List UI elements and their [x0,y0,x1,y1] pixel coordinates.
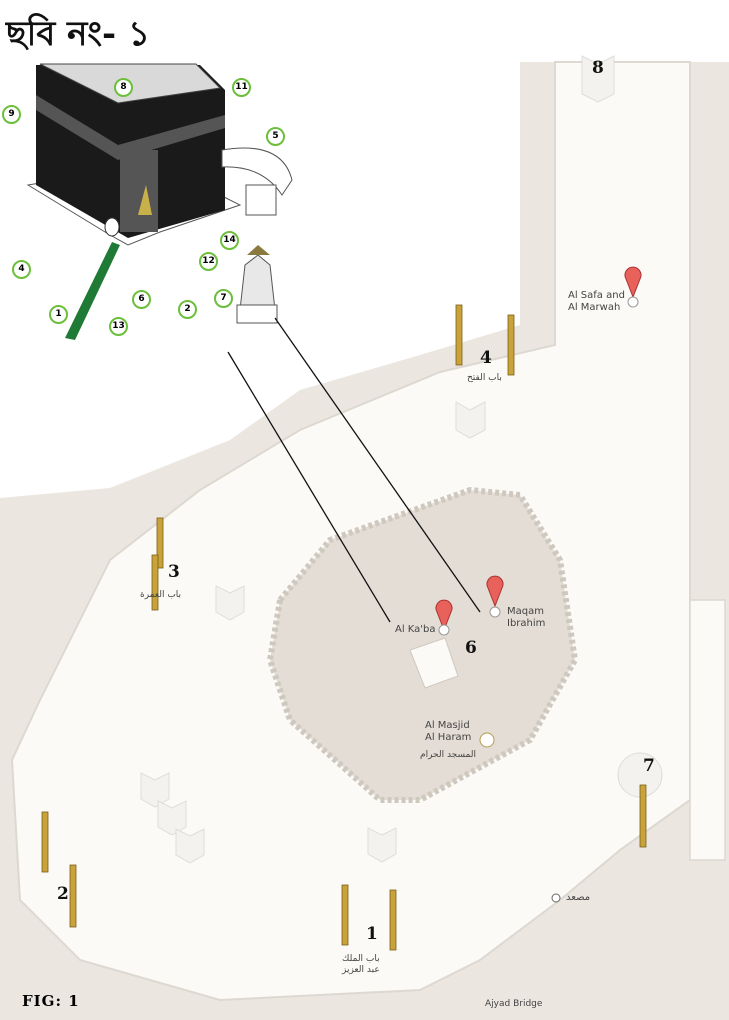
connector-line-kaaba [227,351,391,623]
gate-number-7: 7 [643,756,655,776]
mataf-courtyard [266,486,579,803]
callout-1: 1 [49,305,68,324]
label-line: باب الملك [342,954,380,964]
kaaba-diagram [26,63,293,340]
callout-8: 8 [114,78,133,97]
mosque-arabic-label: المسجد الحرام [420,750,476,760]
label-line: Al Marwah [568,302,621,313]
gate-number-2: 2 [57,884,69,904]
gate-number-1: 1 [366,924,378,944]
label-line: Al Safa and [568,290,625,301]
callout-7: 7 [214,289,233,308]
marker-pin-C[interactable] [486,575,504,618]
marker-pin-A[interactable] [435,599,453,636]
gate-4-arabic: باب الفتح [467,373,502,383]
figure-label: FIG: 1 [22,992,80,1010]
elevator-icon [551,893,561,903]
label-line: Al Haram [425,732,472,743]
label-line: عبد العزيز [342,965,380,975]
marker-pin-B[interactable] [624,266,642,308]
area-number-6: 6 [465,638,477,658]
kaaba-map-shape [409,637,459,689]
label-line: Maqam [507,606,544,617]
domes [140,55,663,864]
bridge-label: Ajyad Bridge [485,999,543,1009]
callout-14: 14 [220,231,239,250]
gate-number-3: 3 [168,562,180,582]
label-line: Ibrahim [507,618,546,629]
gate-number-8: 8 [592,58,604,78]
sai-corridor-right [689,599,726,861]
callout-12: 12 [199,252,218,271]
callout-4: 4 [12,260,31,279]
page-title: ছবি নং- ১ [6,14,151,54]
label-line: Al Masjid [425,720,470,731]
marker-label-A: Al Ka'ba [395,624,436,635]
minaret-icons [41,304,647,951]
callout-2: 2 [178,300,197,319]
mosque-crescent-icon [479,732,495,748]
callout-11: 11 [232,78,251,97]
callout-5: 5 [266,127,285,146]
callout-6: 6 [132,290,151,309]
callout-9: 9 [2,105,21,124]
elevator-label: مصعد [566,892,591,903]
gate-number-4: 4 [480,348,492,368]
gate-3-arabic: باب العمرة [140,590,182,600]
callout-13: 13 [109,317,128,336]
connector-line-maqam [274,317,481,613]
